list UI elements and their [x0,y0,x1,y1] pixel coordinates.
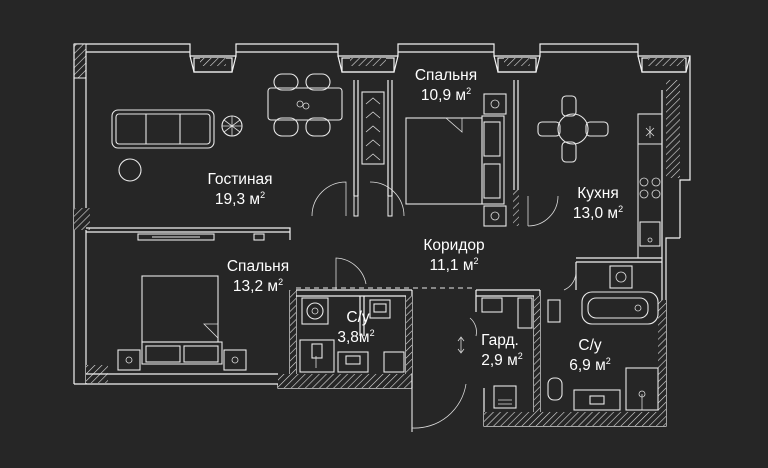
bath2-area: 6,9 м [569,357,606,374]
bath1-name: С/у [346,309,370,326]
wardrobe-area-sup: 2 [518,351,523,361]
svg-text:10,9 м2: 10,9 м2 [421,86,471,104]
closet-hangers [361,91,385,165]
bedroom1-name: Спальня [415,67,477,84]
wardrobe-area: 2,9 м [481,352,518,369]
kitchen-area: 13,0 м [573,205,618,222]
room-labels: Гостиная 19,3 м2 Спальня 10,9 м2 Кухня 1… [207,67,623,374]
living-name: Гостиная [207,171,272,188]
bath2-name: С/у [578,337,602,354]
bedroom1-furniture [405,93,507,227]
bedroom2-area-sup: 2 [278,277,283,287]
wardrobe-name: Гард. [481,332,519,349]
svg-text:11,1 м2: 11,1 м2 [430,256,479,274]
svg-text:13,0 м2: 13,0 м2 [573,204,623,222]
kitchen-area-sup: 2 [618,204,623,214]
bedroom2-area: 13,2 м [233,278,278,295]
svg-text:6,9 м2: 6,9 м2 [569,356,611,374]
interior-walls [86,80,662,412]
living-area: 19,3 м [215,191,260,208]
bedroom2-name: Спальня [227,258,289,275]
bath2-area-sup: 2 [606,356,611,366]
bedroom2-furniture [117,275,247,371]
bath1-area-sup: 2 [370,328,375,338]
corridor-area: 11,1 м [430,257,474,274]
corridor-name: Коридор [423,237,484,254]
wardrobe-fixtures [481,297,561,409]
kitchen-name: Кухня [577,185,618,202]
bedroom1-area: 10,9 м [421,87,466,104]
bath2-fixtures [547,265,659,411]
svg-text:19,3 м2: 19,3 м2 [215,190,265,208]
living-area-sup: 2 [260,190,265,200]
exterior-walls [73,43,691,427]
living-furniture [111,73,343,241]
bath1-area: 3,8м [337,329,369,346]
bath1-fixtures [299,297,405,373]
kitchen-furniture [537,95,663,259]
doors [296,181,577,432]
bedroom1-area-sup: 2 [466,86,471,96]
corridor-area-sup: 2 [473,256,478,266]
svg-text:2,9 м2: 2,9 м2 [481,351,523,369]
svg-text:3,8м2: 3,8м2 [337,328,374,346]
svg-text:13,2 м2: 13,2 м2 [233,277,283,295]
